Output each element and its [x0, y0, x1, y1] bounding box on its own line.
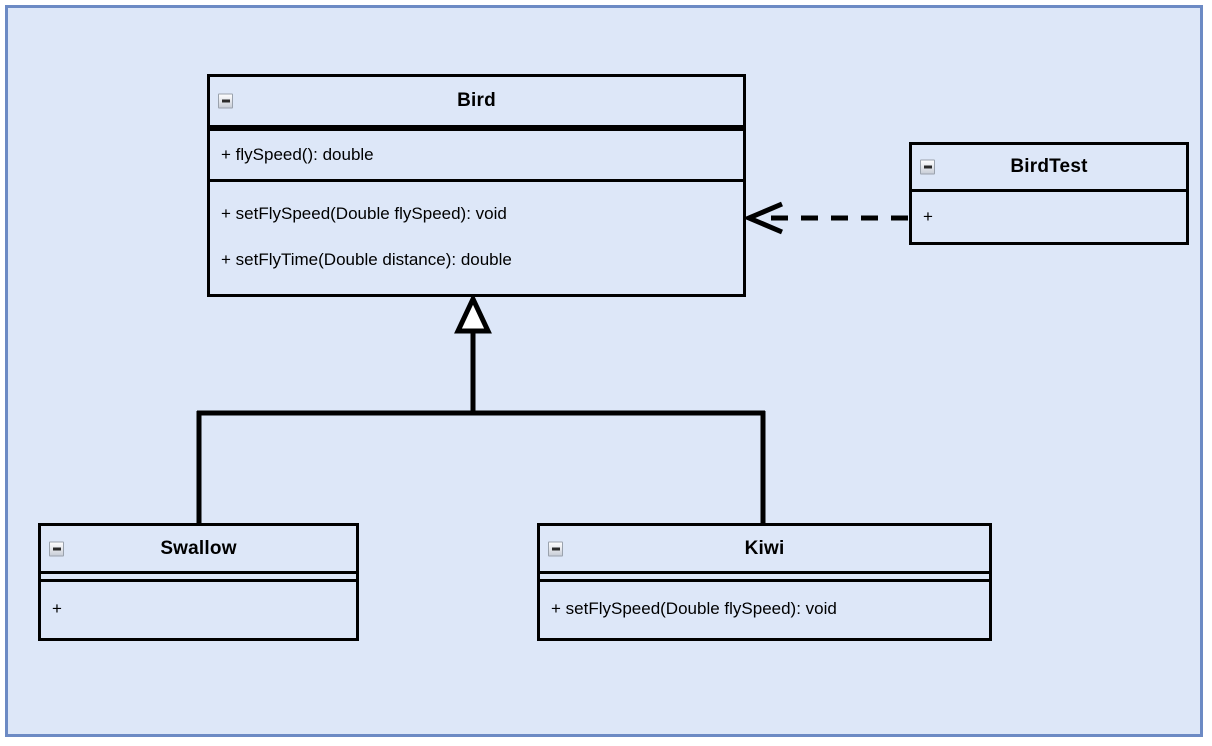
collapse-minus-icon[interactable]: [920, 159, 935, 175]
class-member: + setFlyTime(Double distance): double: [221, 249, 512, 269]
class-member: +: [52, 598, 62, 618]
minus-glyph: [551, 547, 560, 550]
minus-glyph: [52, 547, 61, 550]
collapse-minus-icon[interactable]: [548, 541, 563, 556]
minus-glyph: [923, 165, 932, 169]
class-compartment-swallow-1: +: [41, 579, 356, 635]
class-name-bird: Bird: [457, 90, 496, 111]
class-header-swallow: Swallow: [41, 526, 356, 574]
class-compartment-bird-1: + flySpeed(): double: [210, 128, 743, 179]
class-compartment-bird-2: + setFlySpeed(Double flySpeed): void + s…: [210, 179, 743, 291]
uml-class-bird[interactable]: Bird + flySpeed(): double + setFlySpeed(…: [207, 74, 746, 297]
collapse-minus-icon[interactable]: [49, 541, 64, 556]
class-member: +: [923, 207, 933, 227]
class-header-birdtest: BirdTest: [912, 145, 1186, 192]
uml-class-kiwi[interactable]: Kiwi + setFlySpeed(Double flySpeed): voi…: [537, 523, 992, 641]
minus-glyph: [221, 99, 230, 103]
uml-class-swallow[interactable]: Swallow +: [38, 523, 359, 641]
class-member: + setFlySpeed(Double flySpeed): void: [221, 203, 507, 223]
class-name-swallow: Swallow: [160, 537, 237, 559]
class-header-bird: Bird: [210, 77, 743, 128]
uml-class-birdtest[interactable]: BirdTest +: [909, 142, 1189, 245]
class-name-birdtest: BirdTest: [1010, 156, 1088, 177]
class-member: + flySpeed(): double: [221, 145, 374, 165]
class-header-kiwi: Kiwi: [540, 526, 989, 574]
collapse-minus-icon[interactable]: [218, 93, 233, 109]
class-compartment-birdtest-1: +: [912, 192, 1186, 242]
class-compartment-kiwi-1: + setFlySpeed(Double flySpeed): void: [540, 579, 989, 635]
class-member: + setFlySpeed(Double flySpeed): void: [551, 598, 837, 618]
class-name-kiwi: Kiwi: [744, 537, 785, 559]
